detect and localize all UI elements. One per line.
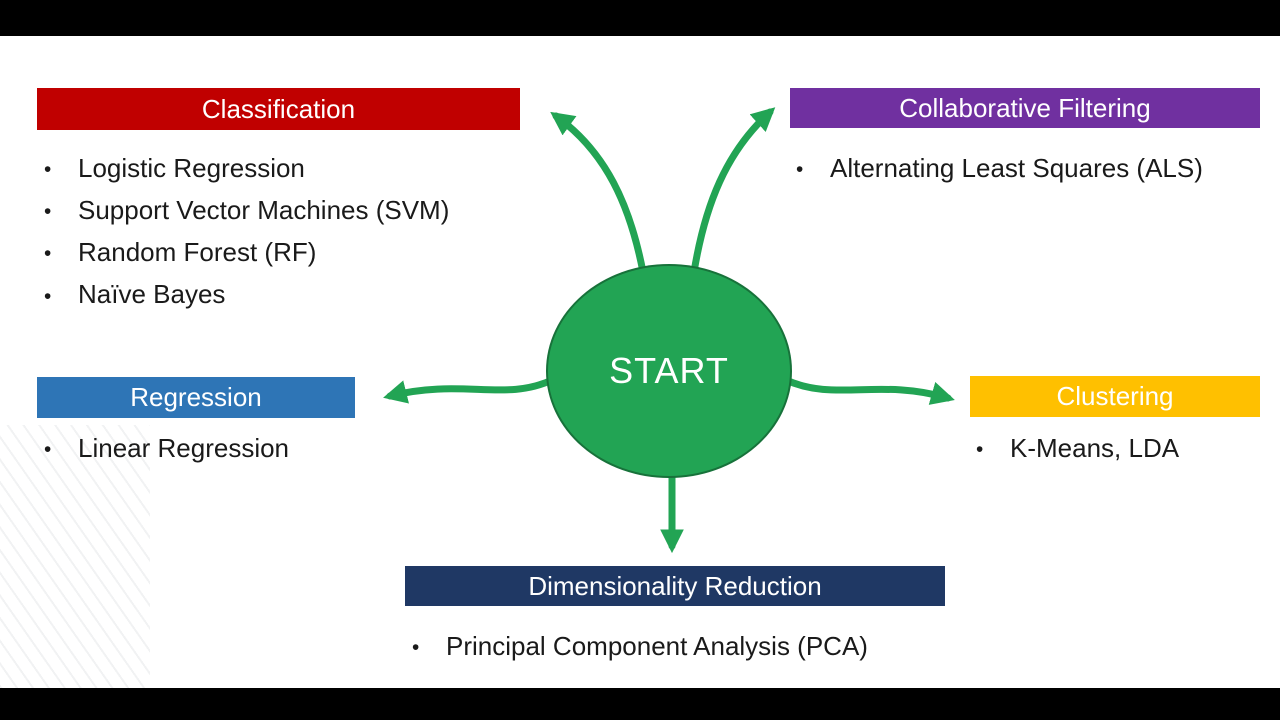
arrow-to-classification bbox=[550, 111, 647, 276]
list-item: Alternating Least Squares (ALS) bbox=[796, 148, 1203, 190]
category-header-collaborative-filtering: Collaborative Filtering bbox=[790, 88, 1260, 128]
category-header-classification: Classification bbox=[37, 88, 520, 130]
letterbox-top bbox=[0, 0, 1280, 36]
clustering-list: K-Means, LDA bbox=[976, 428, 1179, 470]
category-header-regression: Regression bbox=[37, 377, 355, 418]
list-item: Logistic Regression bbox=[44, 148, 449, 190]
classification-list: Logistic Regression Support Vector Machi… bbox=[44, 148, 449, 317]
start-node: START bbox=[546, 264, 792, 478]
list-item: Principal Component Analysis (PCA) bbox=[412, 626, 868, 668]
category-header-dimensionality-reduction: Dimensionality Reduction bbox=[405, 566, 945, 606]
list-item: Random Forest (RF) bbox=[44, 232, 449, 274]
list-item: K-Means, LDA bbox=[976, 428, 1179, 470]
arrow-to-collaborative-filtering bbox=[690, 107, 776, 276]
collaborative-filtering-list: Alternating Least Squares (ALS) bbox=[796, 148, 1203, 190]
letterbox-bottom bbox=[0, 688, 1280, 720]
list-item: Naïve Bayes bbox=[44, 274, 449, 316]
arrow-to-clustering bbox=[782, 376, 955, 405]
dimensionality-reduction-list: Principal Component Analysis (PCA) bbox=[412, 626, 868, 668]
list-item: Support Vector Machines (SVM) bbox=[44, 190, 449, 232]
regression-list: Linear Regression bbox=[44, 428, 289, 470]
arrow-to-regression bbox=[383, 376, 556, 404]
category-header-clustering: Clustering bbox=[970, 376, 1260, 417]
list-item: Linear Regression bbox=[44, 428, 289, 470]
